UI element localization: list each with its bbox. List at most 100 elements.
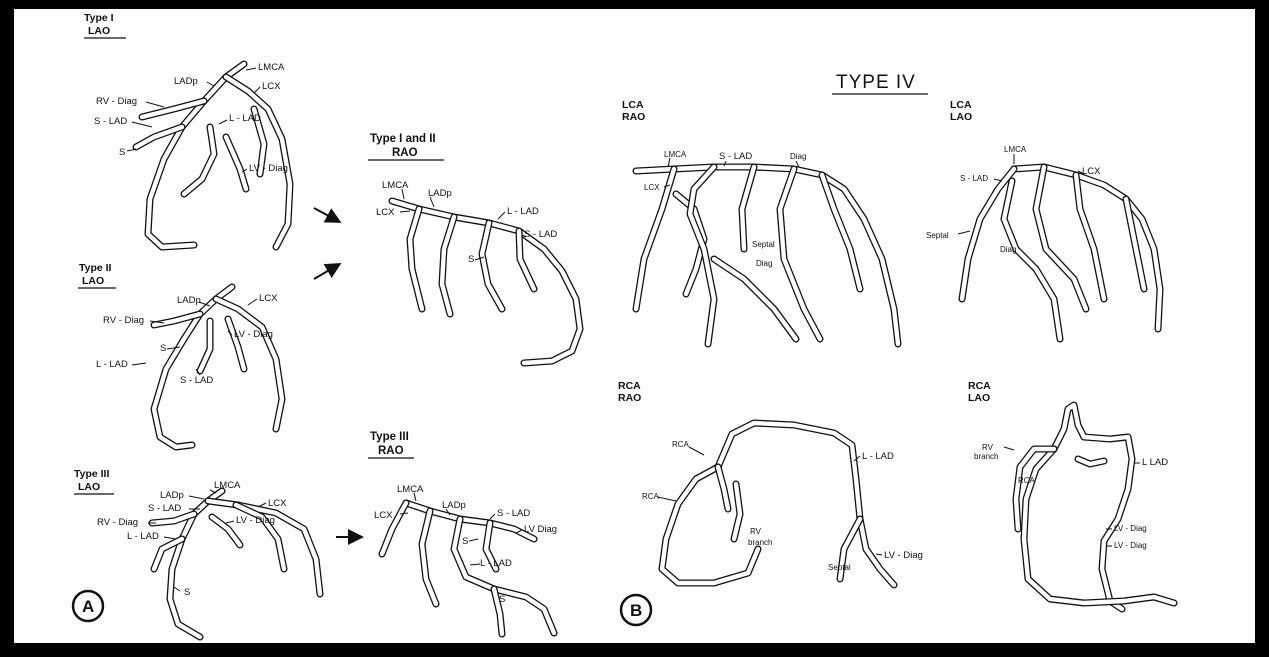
type12-rao-title: Type I and II [370, 133, 436, 145]
panel-b-badge-label: B [630, 601, 642, 620]
type3-lao-label-8: S [184, 587, 190, 598]
type3-rao-label-8: S [499, 594, 505, 605]
type3-rao-label-2: LADp [442, 500, 466, 511]
type3-lao-diagram: Type III LAO LMCA LADp LCX [74, 468, 320, 637]
panel-b-badge: B [621, 595, 651, 625]
type12-rao-label-2: LADp [428, 188, 452, 199]
type3-rao-title: Type III [370, 431, 409, 443]
rca-rao-label-5: branch [748, 538, 772, 547]
type3-lao-label-3: LCX [268, 498, 287, 509]
lca-lao-diagram: LCA LAO LMCA LCX S - LAD [926, 99, 1160, 339]
rca-lao-label-1: RV [982, 443, 994, 452]
rca-lao-view: LAO [968, 392, 990, 404]
type3-rao-label-5: LV Diag [524, 524, 557, 535]
type2-lao-vessels [154, 287, 282, 447]
rca-lao-label-5: LV - Diag [1114, 524, 1147, 533]
type3-rao-diagram: Type III RAO LMCA LADp LCX [368, 431, 557, 634]
rca-rao-label-1: RCA [672, 440, 690, 449]
type3-lao-label-4: S - LAD [148, 503, 181, 514]
lca-lao-label-3: S - LAD [960, 174, 988, 183]
lca-lao-label-5: Diag [1000, 245, 1016, 254]
rca-rao-vessels [662, 423, 894, 585]
type2-lao-diagram: Type II LAO LADp LCX RV - Diag [78, 262, 282, 447]
rca-lao-label-6: LV - Diag [1114, 541, 1147, 550]
type2-lao-label-3: RV - Diag [103, 315, 144, 326]
rca-lao-title: RCA [968, 380, 991, 392]
type1-lao-label-6: L - LAD [229, 113, 261, 124]
rca-lao-diagram: RCA LAO RV branch RCA L LAD LV - Diag LV… [968, 380, 1174, 609]
rca-rao-view: RAO [618, 392, 641, 404]
type2-lao-label-6: L - LAD [96, 359, 128, 370]
panel-a-badge-label: A [82, 597, 94, 616]
type3-lao-label-7: L - LAD [127, 531, 159, 542]
type3-rao-view: RAO [378, 445, 404, 457]
type3-rao-label-3: LCX [374, 510, 393, 521]
lca-lao-view: LAO [950, 111, 972, 123]
type2-lao-label-7: S - LAD [180, 375, 213, 386]
panel-a-badge: A [73, 591, 103, 621]
type2-lao-title: Type II [79, 262, 112, 274]
lca-rao-title: LCA [622, 99, 644, 111]
type3-lao-label-1: LMCA [214, 480, 241, 491]
lca-lao-title: LCA [950, 99, 972, 111]
panel-a: Type I LAO LMCA LADp [73, 12, 580, 637]
type3-rao-vessels [382, 503, 554, 634]
type2-lao-label-5: S [160, 343, 166, 354]
rca-rao-label-6: Septal [828, 563, 851, 572]
type3-rao-label-7: L - LAD [480, 558, 512, 569]
type12-rao-label-1: LMCA [382, 180, 409, 191]
lca-rao-view: RAO [622, 111, 645, 123]
type3-lao-label-2: LADp [160, 490, 184, 501]
lca-lao-label-4: Septal [926, 231, 949, 240]
type12-rao-label-3: LCX [376, 207, 395, 218]
coronary-anatomy-figure: Type I LAO LMCA LADp [14, 9, 1255, 643]
type12-rao-label-4: L - LAD [507, 206, 539, 217]
rca-lao-label-3: RCA [1018, 476, 1036, 485]
rca-rao-label-4: RV [750, 527, 762, 536]
lca-lao-label-1: LMCA [1004, 145, 1027, 154]
type2-lao-label-1: LADp [177, 295, 201, 306]
lca-rao-diagram: LCA RAO LMCA [622, 99, 898, 344]
type2-lao-label-2: LCX [259, 293, 278, 304]
rca-lao-label-4: L LAD [1142, 457, 1168, 468]
rca-rao-title: RCA [618, 380, 641, 392]
type1-lao-label-8: LV - Diag [249, 163, 288, 174]
lca-rao-label-4: LCX [644, 183, 660, 192]
type1-lao-title: Type I [84, 12, 114, 24]
lca-rao-label-2: S - LAD [719, 151, 752, 162]
type1-lao-label-4: RV - Diag [96, 96, 137, 107]
type12-rao-label-6: S [468, 254, 474, 265]
type1-lao-label-3: LCX [262, 81, 281, 92]
type2-lao-label-4: LV - Diag [234, 329, 273, 340]
lca-lao-vessels [962, 167, 1160, 339]
type12-rao-view: RAO [392, 147, 418, 159]
type1-lao-label-1: LMCA [258, 62, 285, 73]
rca-lao-label-2: branch [974, 452, 998, 461]
type3-lao-label-5: RV - Diag [97, 517, 138, 528]
type3-lao-label-6: LV - Diag [236, 515, 275, 526]
type1-lao-diagram: Type I LAO LMCA LADp [84, 12, 290, 247]
type1-lao-label-5: S - LAD [94, 116, 127, 127]
type3-rao-label-1: LMCA [397, 484, 424, 495]
type1-lao-label-2: LADp [174, 76, 198, 87]
rca-rao-label-7: LV - Diag [884, 550, 923, 561]
lca-rao-label-6: Diag [756, 259, 772, 268]
lca-rao-label-1: LMCA [664, 150, 687, 159]
lca-rao-label-3: Diag [790, 152, 806, 161]
lca-lao-label-2: LCX [1082, 166, 1101, 177]
type3-lao-title: Type III [74, 468, 109, 480]
rca-rao-diagram: RCA RAO RCA RCA L - LAD RV branch [618, 380, 923, 585]
lca-rao-vessels [636, 167, 898, 344]
type3-rao-label-6: S [462, 536, 468, 547]
panel-b: TYPE IV LCA RAO [618, 72, 1174, 625]
type1-lao-label-7: S [119, 147, 125, 158]
type3-rao-label-4: S - LAD [497, 508, 530, 519]
lca-rao-label-5: Septal [752, 240, 775, 249]
type12-rao-label-5: S - LAD [524, 229, 557, 240]
arrow-type1-to-rao [314, 208, 338, 221]
type12-rao-diagram: Type I and II RAO LMCA LADp LCX [368, 133, 580, 363]
rca-lao-vessels [1016, 405, 1174, 609]
arrow-type2-to-rao [314, 265, 338, 279]
type12-rao-vessels [392, 201, 580, 363]
type1-lao-view: LAO [88, 25, 110, 37]
